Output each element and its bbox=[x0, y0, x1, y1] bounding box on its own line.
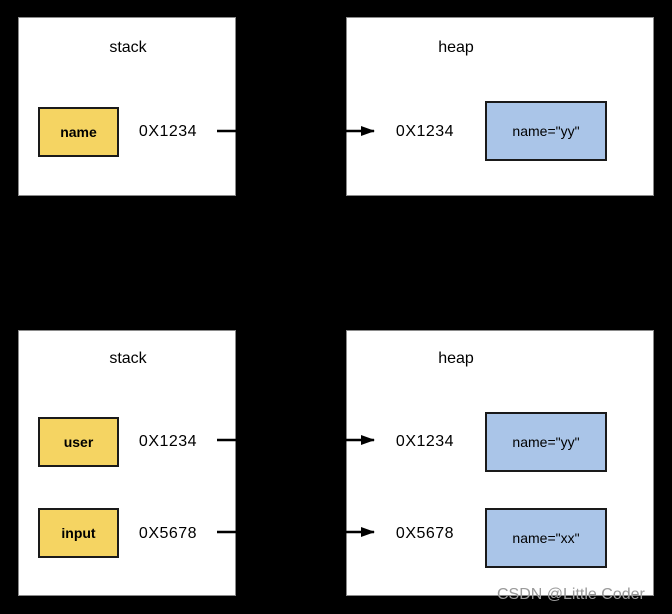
stack-panel-top: stack name 0X1234 bbox=[18, 17, 236, 196]
heap-address: 0X1234 bbox=[395, 123, 455, 140]
heap-panel-top: heap 0X1234 name="yy" bbox=[346, 17, 654, 196]
stack-variable-input: input bbox=[38, 508, 119, 558]
heap-title: heap bbox=[438, 350, 474, 367]
stack-panel-bottom: stack user 0X1234 input 0X5678 bbox=[18, 330, 236, 596]
stack-variable-user: user bbox=[38, 417, 119, 467]
stack-title: stack bbox=[109, 350, 147, 367]
pointer-address: 0X5678 bbox=[138, 525, 198, 542]
stack-variable-name: name bbox=[38, 107, 119, 157]
heap-object-yy: name="yy" bbox=[485, 412, 607, 472]
csdn-watermark: CSDN @Little Coder bbox=[497, 586, 645, 603]
pointer-address: 0X1234 bbox=[138, 433, 198, 450]
heap-object-xx: name="xx" bbox=[485, 508, 607, 568]
heap-panel-bottom: heap 0X1234 name="yy" 0X5678 name="xx" bbox=[346, 330, 654, 596]
heap-address: 0X1234 bbox=[395, 433, 455, 450]
heap-object-yy: name="yy" bbox=[485, 101, 607, 161]
heap-address: 0X5678 bbox=[395, 525, 455, 542]
stack-title: stack bbox=[109, 39, 147, 56]
pointer-address: 0X1234 bbox=[138, 123, 198, 140]
heap-title: heap bbox=[438, 39, 474, 56]
